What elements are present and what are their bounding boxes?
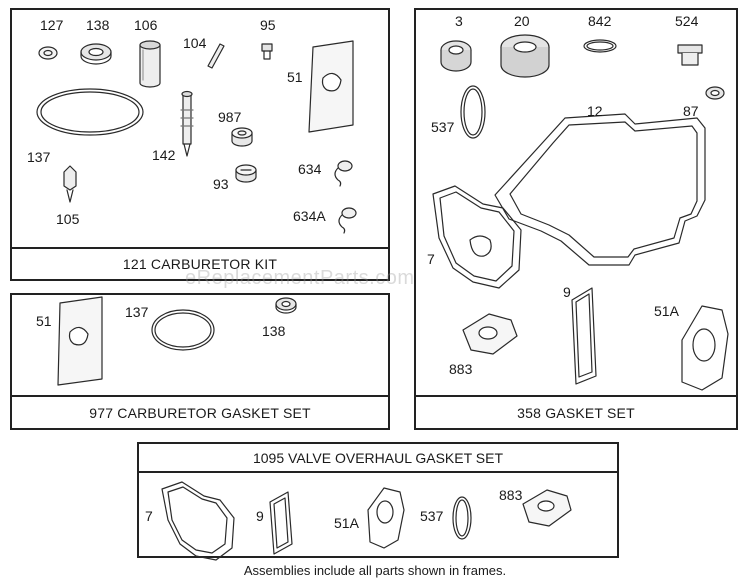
frame-title-text: 977 CARBURETOR GASKET SET xyxy=(89,404,311,421)
callout-7: 7 xyxy=(145,508,153,524)
frame-title: 358 GASKET SET xyxy=(416,395,736,428)
footnote: Assemblies include all parts shown in fr… xyxy=(243,563,507,578)
frame-title: 1095 VALVE OVERHAUL GASKET SET xyxy=(139,444,617,473)
part-106-jet xyxy=(139,40,161,88)
part-842-oring xyxy=(583,39,617,53)
callout-9: 9 xyxy=(256,508,264,524)
callout-20: 20 xyxy=(514,13,530,29)
part-51-plate xyxy=(57,296,103,386)
part-138-seal xyxy=(80,43,112,65)
part-883-gasket xyxy=(462,313,518,355)
part-104-pin xyxy=(207,43,225,69)
callout-524: 524 xyxy=(675,13,699,29)
part-51-plate xyxy=(308,40,354,133)
part-9-gasket xyxy=(571,287,597,385)
callout-105: 105 xyxy=(56,211,80,227)
callout-634: 634 xyxy=(298,161,322,177)
part-537-oring xyxy=(452,496,472,540)
callout-12: 12 xyxy=(587,103,603,119)
part-537-oring xyxy=(460,85,486,139)
callout-842: 842 xyxy=(588,13,612,29)
callout-3: 3 xyxy=(455,13,463,29)
part-7-cylinder-head-gasket xyxy=(161,481,235,561)
callout-9: 9 xyxy=(563,284,571,300)
callout-51a: 51A xyxy=(654,303,679,319)
part-20-seal xyxy=(500,34,550,78)
part-12-crankcase-gasket xyxy=(494,113,706,266)
part-127-washer xyxy=(38,46,58,60)
callout-987: 987 xyxy=(218,109,242,125)
frame-title-text: 1095 VALVE OVERHAUL GASKET SET xyxy=(252,449,504,466)
callout-138: 138 xyxy=(262,323,286,339)
part-95-screw xyxy=(261,43,273,60)
frame-title: 121 CARBURETOR KIT xyxy=(12,247,388,279)
part-883-gasket xyxy=(522,489,572,527)
callout-95: 95 xyxy=(260,17,276,33)
part-634-clip xyxy=(334,160,353,187)
frame-gasket-set: 358 GASKET SET xyxy=(414,8,738,430)
frame-title-text: 121 CARBURETOR KIT xyxy=(122,256,278,272)
frame-title: 977 CARBURETOR GASKET SET xyxy=(12,395,388,428)
part-93-cap xyxy=(235,164,257,183)
callout-127: 127 xyxy=(40,17,64,33)
callout-104: 104 xyxy=(183,35,207,51)
callout-93: 93 xyxy=(213,176,229,192)
part-9-gasket xyxy=(269,491,293,555)
callout-883: 883 xyxy=(449,361,473,377)
part-51a-gasket xyxy=(681,305,729,391)
callout-634a: 634A xyxy=(293,208,326,224)
frame-title-text: 358 GASKET SET xyxy=(517,404,635,421)
watermark: eReplacementParts.com xyxy=(185,267,415,289)
callout-51: 51 xyxy=(287,69,303,85)
part-87-washer xyxy=(705,86,725,100)
part-137-ring xyxy=(151,309,215,351)
part-105-needle xyxy=(63,165,77,203)
callout-87: 87 xyxy=(683,103,699,119)
part-634a-clip xyxy=(338,207,357,234)
callout-51: 51 xyxy=(36,313,52,329)
part-987-bushing xyxy=(231,127,253,147)
callout-883: 883 xyxy=(499,487,523,503)
part-3-seal xyxy=(440,40,472,72)
part-51a-gasket xyxy=(367,487,405,549)
part-142-shaft xyxy=(180,90,194,157)
part-524-plug xyxy=(677,44,703,66)
callout-51a: 51A xyxy=(334,515,359,531)
callout-142: 142 xyxy=(152,147,176,163)
part-7-cylinder-head-gasket xyxy=(432,185,522,289)
callout-7: 7 xyxy=(427,251,435,267)
callout-106: 106 xyxy=(134,17,158,33)
callout-137: 137 xyxy=(125,304,149,320)
part-138-seal xyxy=(275,297,297,314)
callout-138: 138 xyxy=(86,17,110,33)
part-137-ring xyxy=(36,88,144,136)
callout-137: 137 xyxy=(27,149,51,165)
callout-537: 537 xyxy=(431,119,455,135)
callout-537: 537 xyxy=(420,508,444,524)
